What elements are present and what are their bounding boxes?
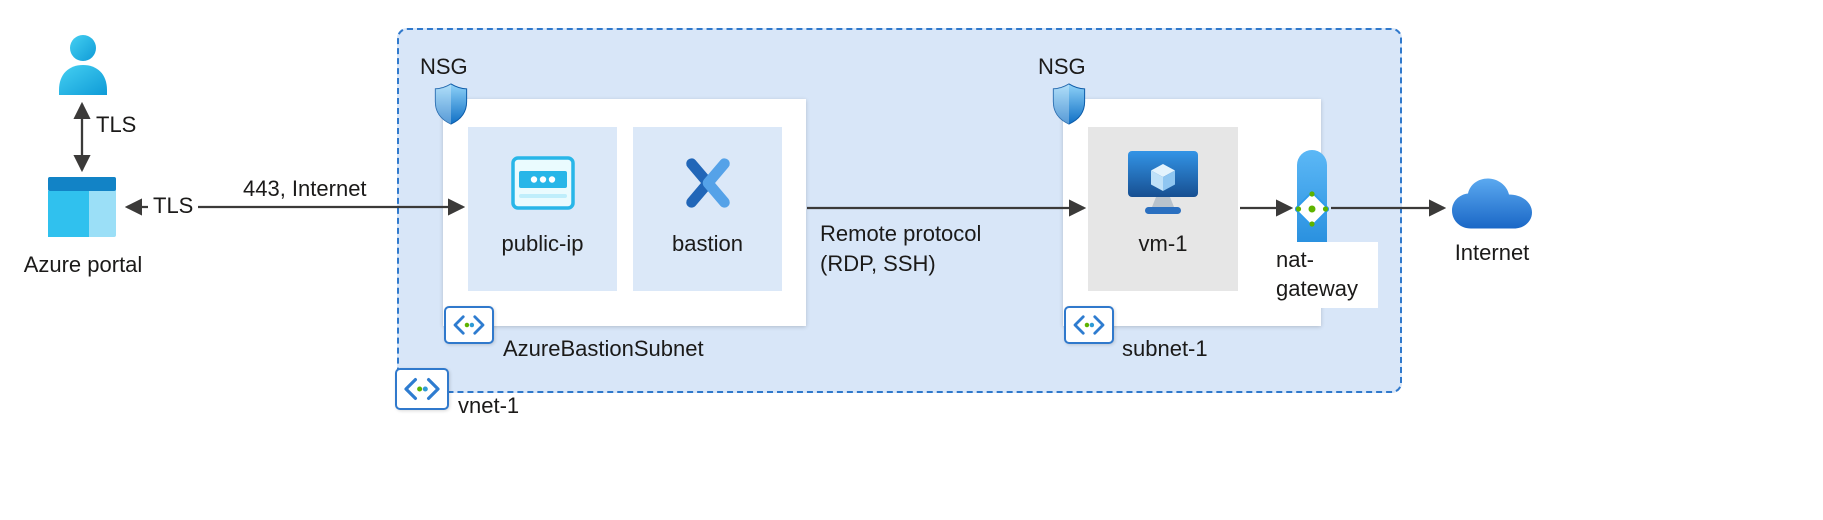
virtual-machine-icon (1127, 150, 1199, 221)
internet-cloud-icon (1450, 176, 1534, 238)
nsg-shield-icon (1051, 82, 1087, 130)
subnet-icon (444, 306, 494, 344)
remote-protocol-label-line1: Remote protocol (820, 221, 982, 246)
remote-protocol-label-line2: (RDP, SSH) (820, 251, 936, 276)
internet-label: Internet (1454, 240, 1530, 265)
subnet-icon (1064, 306, 1114, 344)
port-443-label: 443, Internet (243, 176, 367, 201)
nsg-shield-icon (433, 82, 469, 130)
bastion-subnet-label: AzureBastionSubnet (503, 336, 704, 361)
vm-1-label: vm-1 (1138, 231, 1188, 256)
azure-portal-icon (48, 177, 116, 242)
bastion-node (633, 127, 782, 291)
public-ip-label: public-ip (501, 231, 584, 256)
public-ip-browser-icon (511, 156, 575, 215)
vnet-1-label: vnet-1 (458, 393, 520, 418)
nat-gateway-icon (1293, 148, 1331, 275)
tls-vertical-label: TLS (96, 112, 137, 137)
azure-portal-label: Azure portal (23, 252, 143, 277)
user-icon (55, 33, 111, 100)
nsg-label-left: NSG (420, 54, 468, 79)
bastion-label: bastion (672, 231, 743, 256)
nat-gateway-label: nat-gateway (1268, 242, 1378, 308)
subnet-1-label: subnet-1 (1122, 336, 1208, 361)
bastion-icon (678, 154, 738, 217)
virtual-network-icon (395, 368, 449, 410)
nsg-label-right: NSG (1038, 54, 1086, 79)
tls-horizontal-label: TLS (148, 193, 199, 219)
